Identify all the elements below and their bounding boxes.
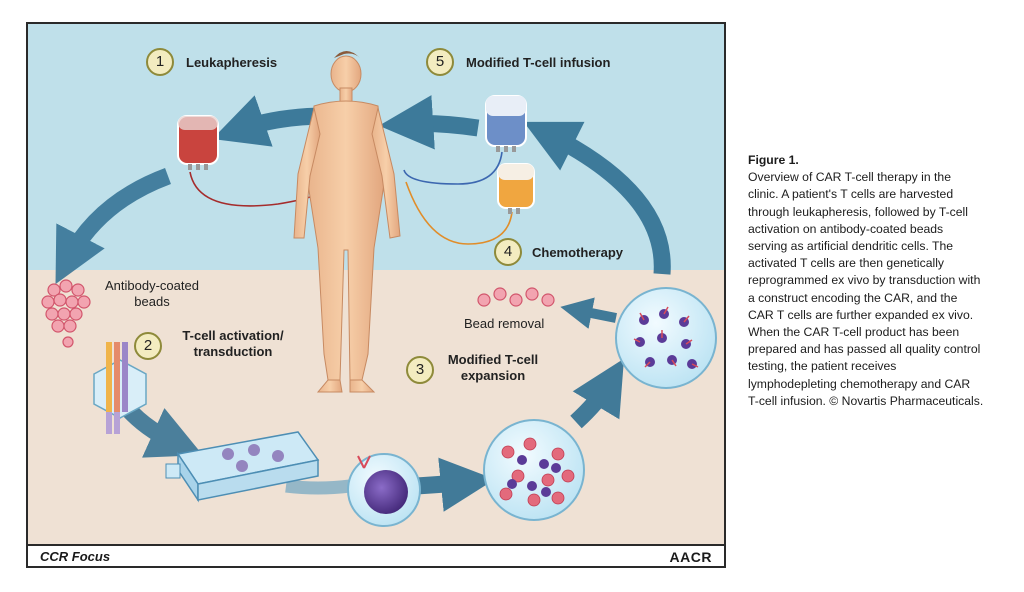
arrow-final-to-beads-removal <box>560 297 617 329</box>
transduced-t-cell-icon <box>347 453 421 527</box>
cell-bag-icon <box>485 95 527 152</box>
t-cell-receptor-icon <box>93 342 147 434</box>
step-4-label: Chemotherapy <box>532 245 624 260</box>
step-1-badge: 1 <box>146 48 174 76</box>
beads-label-line2: beads <box>134 294 170 310</box>
publisher-logo: AACR <box>669 549 712 565</box>
journal-name: CCR Focus <box>40 549 111 564</box>
step-5-label: Modified T-cell infusion <box>466 55 611 70</box>
antibody-beads-cluster <box>41 279 91 348</box>
arrow-flask-to-cell <box>285 479 351 495</box>
step-4-badge: 4 <box>494 238 522 266</box>
caption-title: Figure 1. <box>748 153 799 167</box>
car-t-diagram <box>28 24 724 544</box>
step-5-badge: 5 <box>426 48 454 76</box>
car-t-cells-circle <box>615 287 717 389</box>
step-2-label-line2: transduction <box>193 344 273 360</box>
beads-label: Antibody-coated beads <box>90 278 214 311</box>
bead-removal-label: Bead removal <box>464 316 545 331</box>
beads-label-line1: Antibody-coated <box>105 278 199 293</box>
step-3-badge: 3 <box>406 356 434 384</box>
culture-flask-icon <box>165 431 320 503</box>
step-1-label: Leukapheresis <box>186 55 278 70</box>
caption-text: Overview of CAR T-cell therapy in the cl… <box>748 170 984 408</box>
figure-footer: CCR Focus AACR <box>28 544 724 566</box>
step-2-label-line1: T-cell activation/ <box>182 328 284 343</box>
chemotherapy-bag-icon <box>497 163 535 214</box>
arrow-expansion-to-final <box>570 358 624 429</box>
step-3-label-line1: Modified T-cell <box>447 352 539 367</box>
step-3-label-line2: expansion <box>460 368 526 384</box>
step-2-badge: 2 <box>134 332 162 360</box>
arrow-blood-bag-to-beads <box>55 168 172 285</box>
removed-beads <box>477 287 555 307</box>
infusion-tube-blue <box>403 151 503 185</box>
infusion-tube-orange <box>405 181 513 245</box>
arrow-cell-to-expansion <box>415 457 496 512</box>
figure-panel: 1 Leukapheresis 5 Modified T-cell infusi… <box>26 22 726 568</box>
figure-caption: Figure 1. Overview of CAR T-cell therapy… <box>748 152 984 410</box>
blood-bag-icon <box>177 115 219 170</box>
arrow-final-up-to-bags <box>523 121 671 275</box>
expanded-t-cells-circle <box>483 419 585 521</box>
patient-figure <box>293 51 401 393</box>
step-2-label: T-cell activation/ transduction <box>168 328 298 361</box>
step-3-label: Modified T-cell expansion <box>438 352 548 385</box>
arrow-bag-to-person <box>378 95 480 150</box>
